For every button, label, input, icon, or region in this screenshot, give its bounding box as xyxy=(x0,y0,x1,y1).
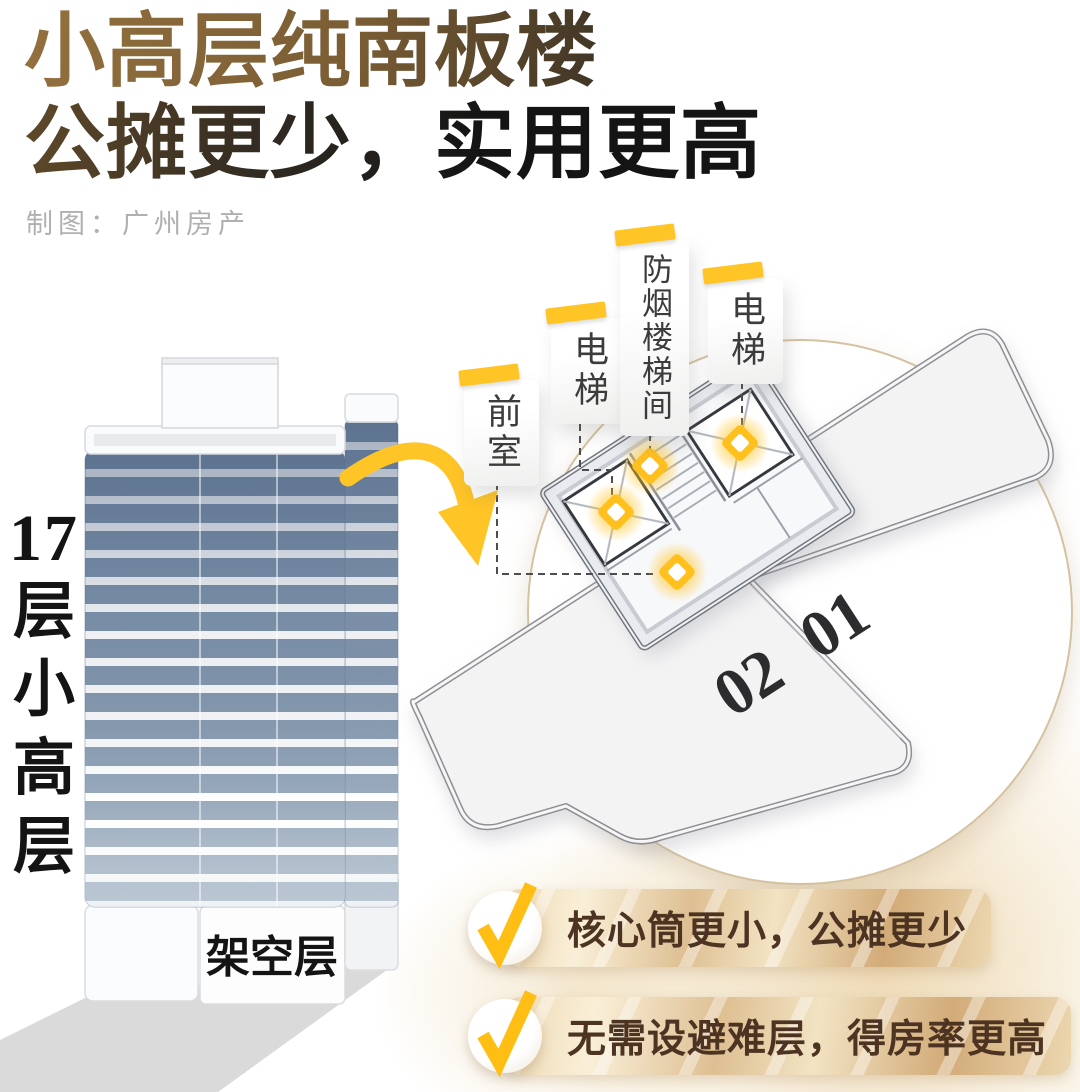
leader-elevator-left xyxy=(579,424,613,500)
tower-right-shade xyxy=(345,420,398,907)
check-icon xyxy=(477,882,537,970)
tower-main-shade xyxy=(85,450,345,907)
tag-elevator-right: 电梯 xyxy=(702,261,783,384)
title-line-1: 小高层纯南板楼 xyxy=(24,6,762,98)
benefit-row-1: 核心筒更小，公摊更少 xyxy=(468,882,991,970)
leader-front-room xyxy=(496,483,656,575)
tag-elevator-left-label: 电梯 xyxy=(551,318,626,424)
benefit-text: 核心筒更小，公摊更少 xyxy=(567,910,968,953)
tag-front-room: 前室 xyxy=(458,363,539,486)
tag-stairwell: 防烟楼梯间 xyxy=(614,223,689,436)
check-icon xyxy=(477,990,537,1078)
tag-front-room-label: 前室 xyxy=(464,380,539,486)
benefit-row-2: 无需设避难层，得房率更高 xyxy=(468,990,1071,1078)
height-label-char: 高 xyxy=(12,734,75,803)
tag-elevator-left: 电梯 xyxy=(545,301,626,424)
building-height-label: 17 层 小 高 层 xyxy=(4,504,84,886)
check-badge xyxy=(468,990,542,1078)
title-line-2: 公摊更少，实用更高 xyxy=(24,99,763,190)
marker-front-room-icon xyxy=(647,542,707,602)
height-label-char: 小 xyxy=(12,656,75,725)
facade-seams xyxy=(199,452,278,906)
benefit-pill: 无需设避难层，得房率更高 xyxy=(468,990,1071,1078)
marker-elevator-right-icon xyxy=(710,413,770,473)
height-label-char: 层 xyxy=(12,812,75,881)
tag-elevator-right-label: 电梯 xyxy=(708,278,783,384)
tag-stairwell-label: 防烟楼梯间 xyxy=(620,240,689,436)
height-label-number: 17 xyxy=(9,502,79,575)
benefit-text: 无需设避难层，得房率更高 xyxy=(567,1018,1048,1061)
height-label-char: 层 xyxy=(12,578,75,647)
arrow-icon xyxy=(339,442,498,566)
penthouse-box xyxy=(161,363,279,429)
marker-elevator-left-icon xyxy=(586,482,646,542)
benefit-pill: 核心筒更小，公摊更少 xyxy=(468,882,991,970)
check-badge xyxy=(468,882,542,970)
building-illustration: 架空层 xyxy=(0,357,399,1092)
page-title: 小高层纯南板楼 公摊更少，实用更高 xyxy=(24,6,762,191)
unit-divider xyxy=(751,585,901,739)
plan-markers xyxy=(586,413,770,602)
stilt-floor-label: 架空层 xyxy=(206,933,338,982)
credit-line: 制图：广州房产 xyxy=(26,209,250,239)
marker-stairwell-icon xyxy=(620,436,680,496)
roof-deck xyxy=(94,434,336,446)
parapet-right xyxy=(344,393,399,423)
core-partitions xyxy=(606,457,803,572)
